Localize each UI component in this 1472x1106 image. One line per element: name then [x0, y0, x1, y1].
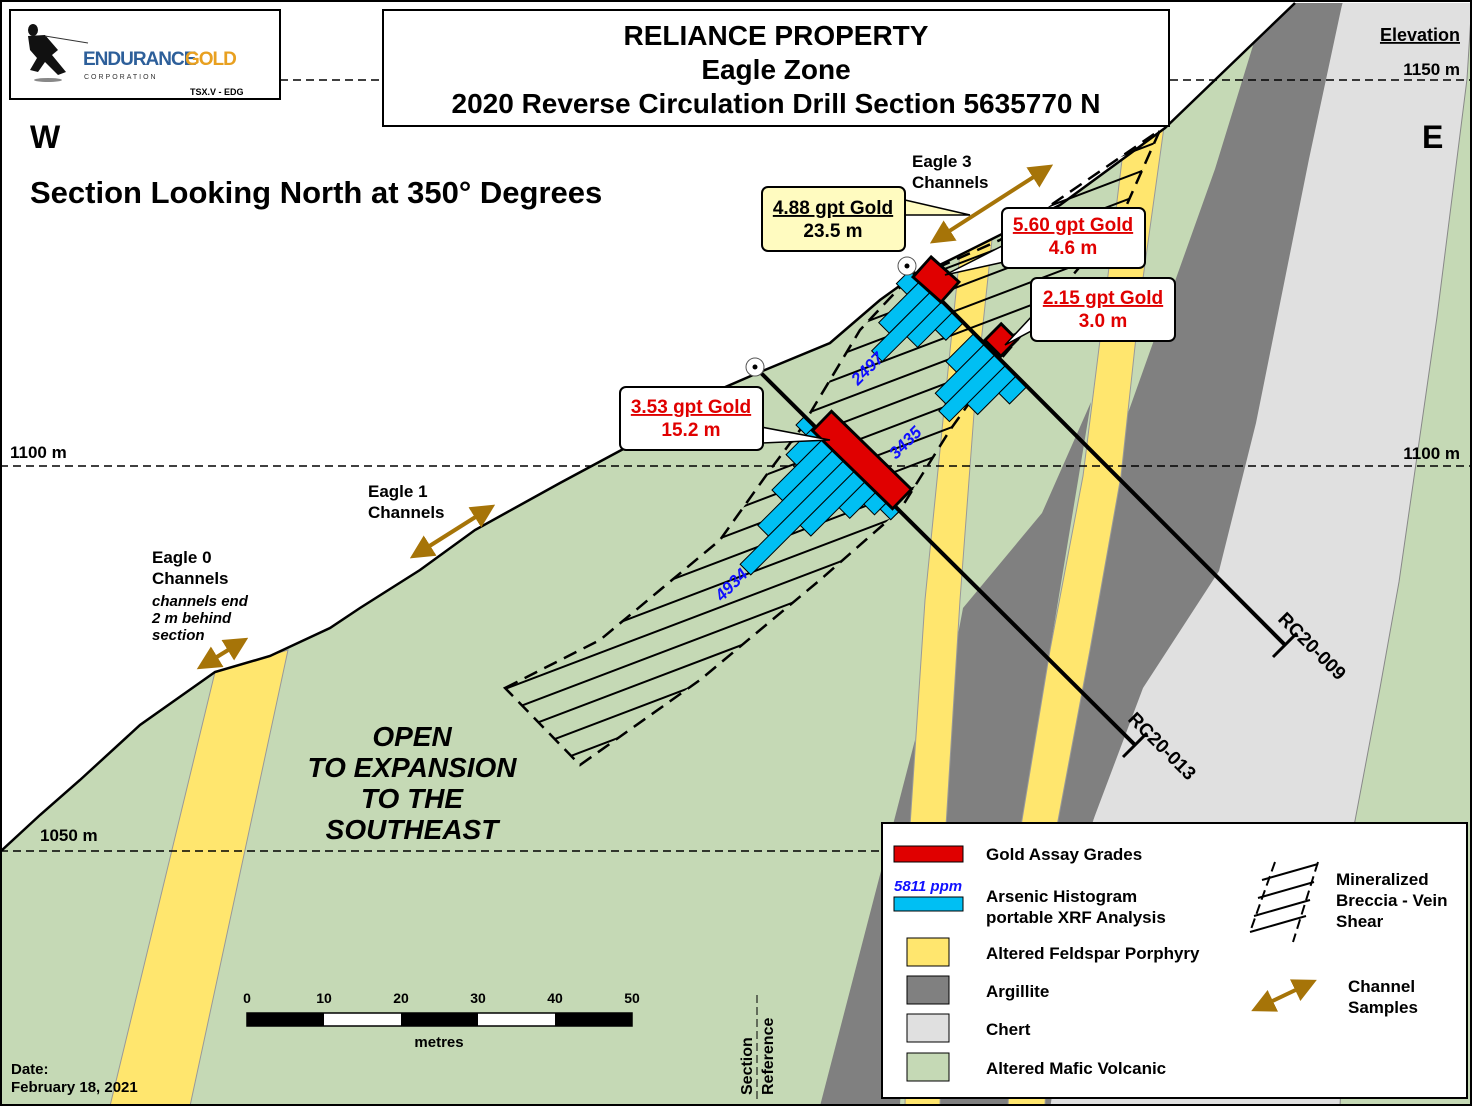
legend-swatch-channel	[1251, 979, 1317, 1012]
scale-bar: 0 10 20 30 40 50 metres	[243, 990, 640, 1051]
west-label: W	[30, 119, 61, 155]
legend-swatch-chert	[906, 1013, 950, 1043]
intercept-length: 23.5 m	[803, 221, 862, 242]
legend-swatch-mafic	[906, 1052, 950, 1082]
scale-tick-label: 50	[624, 990, 640, 1006]
legend-swatch-breccia	[1249, 861, 1319, 943]
legend-label: Channel	[1348, 977, 1415, 996]
scale-unit: metres	[414, 1034, 463, 1051]
legend-arsenic-sample: 5811 ppm	[894, 878, 962, 895]
intercept-callout-2-15: 2.15 gpt Gold 3.0 m	[1004, 277, 1176, 346]
intercept-callout-3-53: 3.53 gpt Gold 15.2 m	[619, 386, 831, 451]
logo-subtitle: CORPORATION	[84, 74, 158, 81]
legend-label: Samples	[1348, 998, 1418, 1017]
open-text-line: SOUTHEAST	[326, 814, 502, 845]
intercept-callout-4-88: 4.88 gpt Gold 23.5 m	[761, 186, 971, 252]
eagle1-label: Channels	[368, 503, 445, 522]
legend-label: Shear	[1336, 912, 1384, 931]
eagle0-label: Channels	[152, 569, 229, 588]
channel-arrow-eagle3	[929, 164, 1054, 244]
eagle3-label: Eagle 3	[912, 152, 972, 171]
legend-label: Arsenic Histogram	[986, 887, 1137, 906]
intercept-length: 3.0 m	[1079, 311, 1128, 332]
arsenic-histograms	[739, 268, 1028, 576]
legend-label: Breccia - Vein	[1336, 891, 1448, 910]
open-to-expansion-note: OPEN TO EXPANSION TO THE SOUTHEAST	[307, 721, 517, 845]
title-box: RELIANCE PROPERTY Eagle Zone 2020 Revers…	[382, 9, 1170, 127]
date-value: February 18, 2021	[11, 1079, 138, 1096]
open-text-line: TO EXPANSION	[307, 752, 517, 783]
legend-label: portable XRF Analysis	[986, 908, 1166, 927]
topographic-surface	[0, 2, 1296, 853]
elevation-header: Elevation	[1380, 25, 1460, 45]
scale-tick-label: 20	[393, 990, 409, 1006]
east-label: E	[1422, 119, 1443, 155]
title-line3: 2020 Reverse Circulation Drill Section 5…	[452, 88, 1101, 119]
title-line2: Eagle Zone	[701, 54, 850, 85]
eagle0-note: section	[152, 627, 205, 644]
end-of-hole-tick	[1121, 731, 1149, 759]
legend-swatch-porphyry	[906, 937, 950, 967]
scale-tick-label: 30	[470, 990, 486, 1006]
legend-swatch-arsenic	[893, 896, 964, 912]
scale-tick-label: 40	[547, 990, 563, 1006]
date-label: Date:	[11, 1061, 49, 1078]
logo-name-gold: GOLD	[185, 49, 236, 70]
eagle3-label: Channels	[912, 173, 989, 192]
section-reference-label: Reference	[760, 1018, 777, 1095]
legend-label: Altered Feldspar Porphyry	[986, 944, 1200, 963]
legend-label: Mineralized	[1336, 870, 1429, 889]
scale-tick-label: 10	[316, 990, 332, 1006]
elevation-lines	[0, 79, 1470, 852]
intercept-grade: 4.88 gpt Gold	[773, 198, 893, 219]
intercept-length: 4.6 m	[1049, 238, 1098, 259]
company-logo: ENDURANCE GOLD CORPORATION TSX.V - EDG	[9, 9, 281, 100]
eagle0-note: channels end	[152, 593, 249, 610]
channel-arrow-eagle0	[196, 637, 249, 670]
channel-arrows	[196, 164, 1054, 670]
intercept-grade: 3.53 gpt Gold	[631, 397, 751, 418]
prospector-icon	[28, 24, 89, 82]
intercept-grade: 2.15 gpt Gold	[1043, 288, 1163, 309]
title-line1: RELIANCE PROPERTY	[624, 20, 929, 51]
section-note: Section Looking North at 350° Degrees	[30, 175, 602, 210]
elevation-label-1100-right: 1100 m	[1403, 444, 1460, 463]
end-of-hole-tick	[1271, 631, 1299, 659]
legend-swatch-gold	[893, 845, 964, 863]
argillite-unit-east	[1030, 3, 1343, 1106]
open-text-line: TO THE	[361, 783, 464, 814]
eagle0-label: Eagle 0	[152, 548, 212, 567]
scale-tick-label: 0	[243, 990, 251, 1006]
legend-label: Gold Assay Grades	[986, 845, 1142, 864]
eagle1-label: Eagle 1	[368, 482, 428, 501]
legend-label: Altered Mafic Volcanic	[986, 1059, 1166, 1078]
elevation-label-1150: 1150 m	[1403, 60, 1460, 79]
section-reference-label: Section	[739, 1037, 756, 1095]
open-text-line: OPEN	[372, 721, 452, 752]
intercept-callout-5-60: 5.60 gpt Gold 4.6 m	[944, 207, 1146, 276]
legend: Gold Assay Grades 5811 ppm Arsenic Histo…	[881, 822, 1468, 1099]
legend-swatch-argillite	[906, 975, 950, 1005]
drill-hole-rc20-009	[897, 256, 1299, 659]
legend-label: Chert	[986, 1020, 1031, 1039]
legend-label: Argillite	[986, 982, 1049, 1001]
channel-arrow-eagle1	[409, 504, 496, 559]
elevation-label-1050: 1050 m	[40, 826, 98, 845]
intercept-grade: 5.60 gpt Gold	[1013, 215, 1133, 236]
eagle0-note: 2 m behind	[151, 610, 232, 627]
intercept-length: 15.2 m	[661, 420, 720, 441]
elevation-label-1100-left: 1100 m	[10, 443, 67, 462]
logo-name: ENDURANCE	[83, 49, 196, 70]
logo-ticker: TSX.V - EDG	[190, 87, 244, 97]
